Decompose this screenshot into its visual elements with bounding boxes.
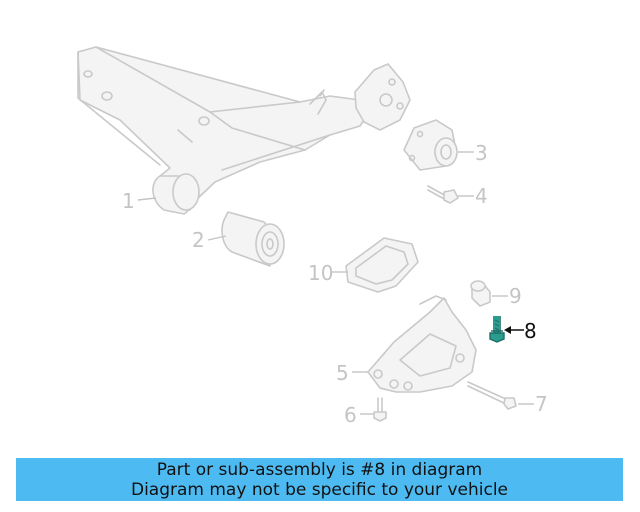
- callout-label-8: 8: [524, 319, 537, 343]
- callout-3: 3: [458, 141, 488, 165]
- info-banner: Part or sub-assembly is #8 in diagram Di…: [16, 458, 623, 501]
- bushing: [221, 211, 285, 267]
- callout-8: 8: [504, 319, 537, 343]
- callout-label-9: 9: [509, 284, 522, 308]
- callout-label-7: 7: [535, 392, 548, 416]
- mounting-bracket: [367, 295, 477, 393]
- callout-label-2: 2: [192, 228, 205, 252]
- callout-label-10: 10: [308, 261, 333, 285]
- callout-label-6: 6: [344, 403, 357, 427]
- callout-4: 4: [458, 184, 488, 208]
- heat-shield: [345, 237, 419, 293]
- callout-6: 6: [344, 403, 374, 427]
- callout-9: 9: [492, 284, 522, 308]
- bolt-6: [373, 397, 387, 422]
- callout-label-5: 5: [336, 361, 349, 385]
- callout-10: 10: [308, 261, 348, 285]
- banner-line-2: Diagram may not be specific to your vehi…: [130, 479, 508, 500]
- callout-label-4: 4: [475, 184, 488, 208]
- axle-beam: [77, 46, 411, 215]
- bolt-8-highlighted: [489, 316, 505, 343]
- banner-line-1: Part or sub-assembly is #8 in diagram: [156, 459, 483, 480]
- parts-diagram: 1 2 3 4 5 6 7 8 9 10: [77, 46, 548, 427]
- callout-1: 1: [122, 189, 157, 213]
- bolt-4: [427, 185, 459, 204]
- callout-7: 7: [518, 392, 548, 416]
- callout-5: 5: [336, 361, 368, 385]
- bolt-7: [467, 381, 517, 410]
- sleeve: [470, 280, 491, 307]
- callout-label-1: 1: [122, 189, 135, 213]
- callout-label-3: 3: [475, 141, 488, 165]
- wheel-hub: [403, 119, 458, 171]
- callout-2: 2: [192, 228, 227, 252]
